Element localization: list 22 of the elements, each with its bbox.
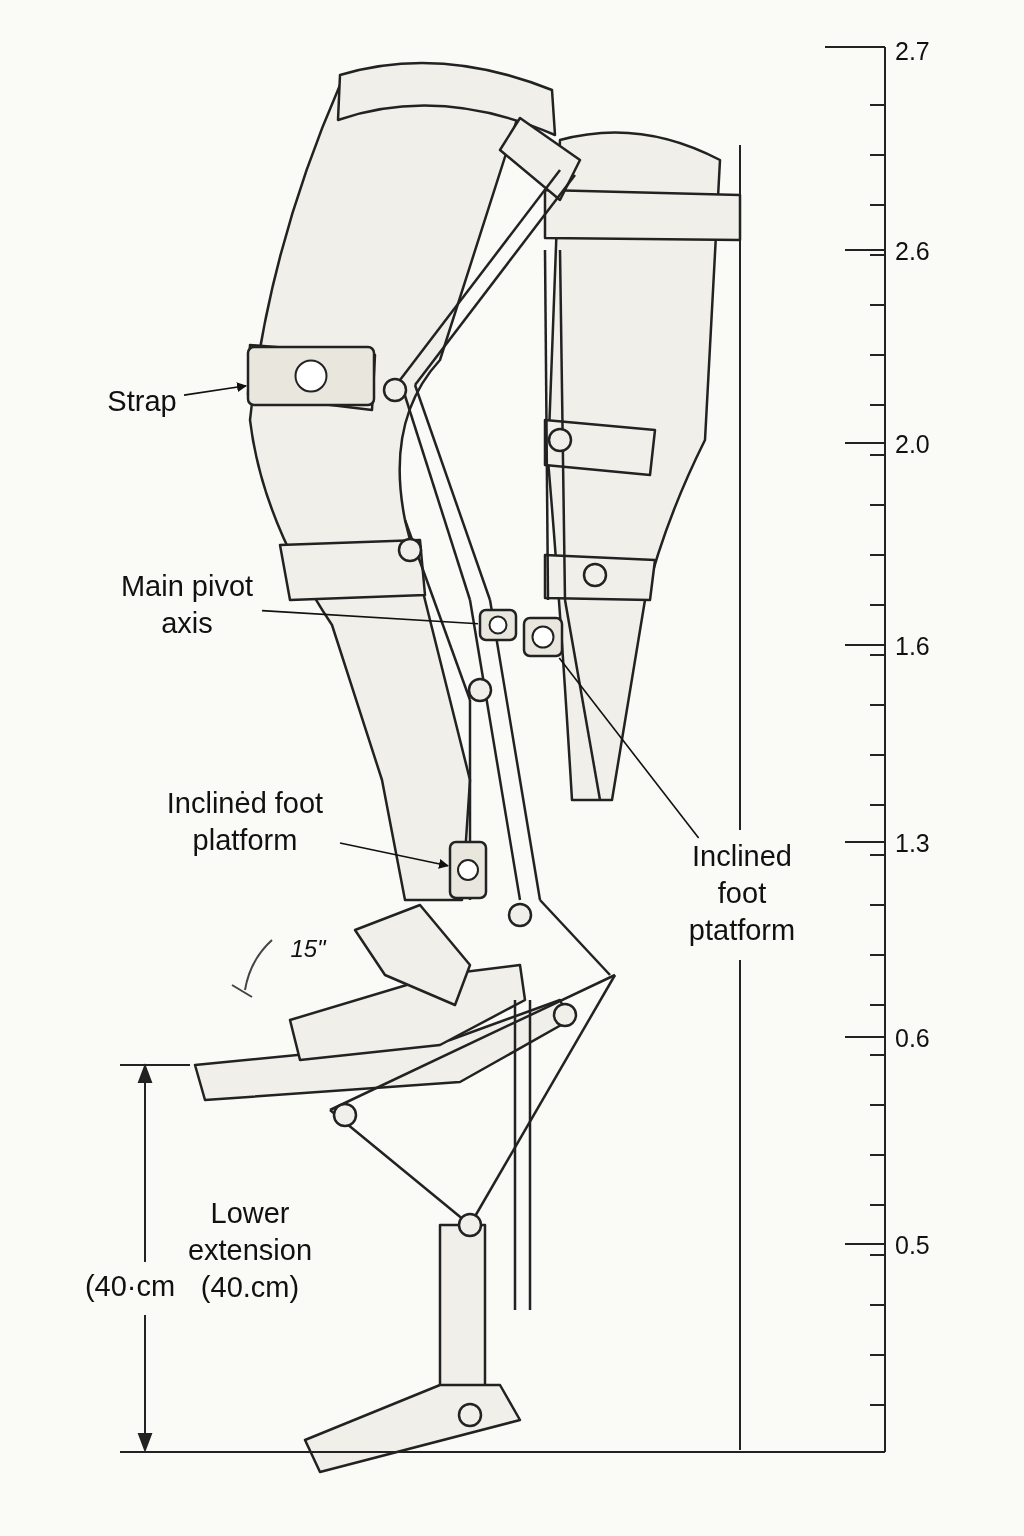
scale-number: 1.6 xyxy=(895,631,931,662)
callout-label: Strap xyxy=(100,383,184,420)
strap-band xyxy=(246,345,376,407)
scale-number: 2.7 xyxy=(895,36,931,67)
pivot-bolt xyxy=(522,616,564,658)
pivot-joint xyxy=(478,608,518,642)
part-label: Lower extension (40.cm) xyxy=(186,1196,314,1305)
callout-label: Main pivot axis xyxy=(112,568,262,644)
leader-line xyxy=(183,382,247,396)
spring-element xyxy=(448,840,488,900)
scale-number: 0.5 xyxy=(895,1230,931,1261)
dimension-label: (40·cm xyxy=(83,1269,177,1304)
callout-label: Inclined foot ptatform xyxy=(672,838,812,950)
scale-number: 2.0 xyxy=(895,429,931,460)
scale-number: 0.6 xyxy=(895,1023,931,1054)
scale-number: 2.6 xyxy=(895,236,931,267)
leader-line xyxy=(339,842,449,869)
angle-label: 15" xyxy=(289,934,328,964)
leader-line xyxy=(558,657,700,839)
scale-number: 1.3 xyxy=(895,828,931,859)
callout-label: Inclinėd foot platform xyxy=(150,785,340,861)
leader-line xyxy=(261,609,479,625)
